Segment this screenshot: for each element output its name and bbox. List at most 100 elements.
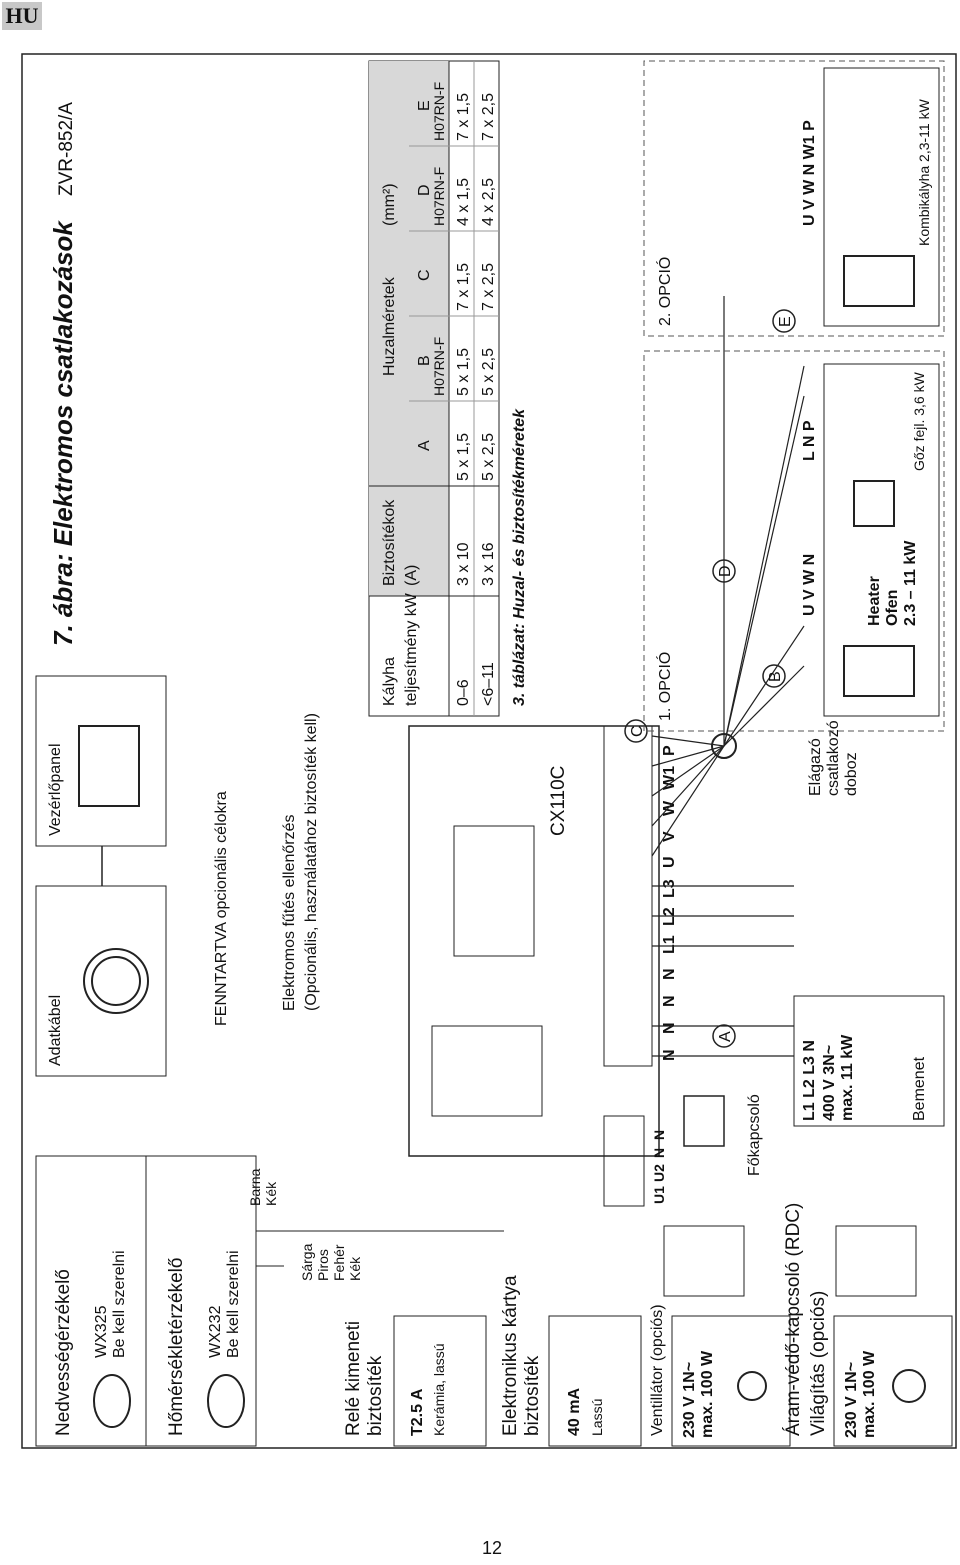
option2-devices-box: [823, 67, 940, 327]
table-cell: 0–6: [455, 679, 472, 706]
table-cell: 3 x 10: [455, 542, 472, 586]
figure-model: ZVR-852/A: [56, 102, 77, 196]
cable-coil-icon: [83, 948, 149, 1014]
relay-terminal-label: U1: [651, 1186, 667, 1204]
table-wire-type: H07RN-F: [431, 167, 447, 226]
board-terminal-label: W1: [661, 766, 678, 790]
fuse1-type: Kerámia, lassú: [431, 1343, 447, 1436]
board-terminal-label: U: [661, 856, 678, 868]
board-terminal-label: N: [661, 1022, 678, 1034]
humidity-note: Be kell szerelni: [111, 1250, 128, 1358]
control-panel-label: Vezérlőpanel: [47, 743, 64, 836]
junction-label-2: csatlakozó: [825, 720, 842, 796]
marker-a-label: A: [717, 1031, 734, 1042]
wiring-lines: [651, 296, 805, 1057]
relay-terminal-strip: [603, 1115, 645, 1207]
table-cell: 4 x 1,5: [455, 178, 472, 226]
relay-terminal-label: N: [651, 1130, 667, 1140]
diagram-frame: [21, 53, 957, 1449]
fuse1-rating: T2.5 A: [409, 1388, 426, 1436]
fan-spec-2: max. 100 W: [699, 1350, 716, 1438]
lamp-icon: [892, 1369, 926, 1403]
marker-c-label: C: [629, 725, 646, 737]
board-terminal-label: N: [661, 1049, 678, 1061]
board-terminal-label: V: [661, 831, 678, 842]
table-col-power-2: teljesítmény kW: [403, 592, 420, 706]
option1-label: 1. OPCIÓ: [655, 652, 674, 721]
table-cell: 7 x 1,5: [455, 263, 472, 311]
board-terminal-label: P: [661, 745, 678, 756]
board-component: [453, 825, 535, 957]
heater-label-1: Heater: [866, 576, 883, 626]
table-cell: 7 x 2,5: [480, 263, 497, 311]
input-spec-1: 400 V 3N~: [821, 1045, 838, 1121]
table-wire-type: H07RN-F: [431, 82, 447, 141]
combi-heater-icon: [843, 255, 915, 307]
table-col-fuse-1: Biztosítékok: [381, 499, 398, 586]
page-number: 12: [481, 1538, 503, 1558]
wiring-diagram: 7. ábra: Elektromos csatlakozások ZVR-85…: [21, 53, 957, 1449]
humidity-sensor-icon: [93, 1374, 131, 1428]
fan-icon: [737, 1371, 767, 1401]
light-spec-2: max. 100 W: [861, 1350, 878, 1438]
option1-devices-box: [823, 363, 940, 717]
table-col-wire: Huzalméretek: [381, 276, 398, 376]
marker-e: [772, 309, 796, 333]
board-transformer: [431, 1025, 543, 1117]
pcb-fuse-label-2: biztosíték: [522, 1355, 543, 1436]
table-col-fuse-2: (A): [403, 565, 420, 586]
data-cable-box: [35, 885, 167, 1077]
relay-fuse-box: [393, 1315, 487, 1447]
temp-sensor-label: Hőmérsékletérzékelő: [166, 1258, 187, 1436]
light-spec-1: 230 V 1N~: [843, 1362, 860, 1438]
wire-color-label: Kék: [347, 1256, 363, 1281]
board-terminal-label: N: [661, 968, 678, 980]
board-terminal-label: N: [661, 995, 678, 1007]
humidity-model: WX325: [93, 1305, 110, 1358]
fan-spec-1: 230 V 1N~: [681, 1362, 698, 1438]
table-col-unit: (mm²): [381, 183, 398, 226]
input-terminals: L1 L2 L3 N: [801, 1040, 818, 1121]
language-badge: HU: [2, 2, 42, 30]
input-label: Bemenet: [911, 1056, 928, 1121]
table-cell: 7 x 1,5: [455, 93, 472, 141]
wire-color-label: Fehér: [331, 1244, 347, 1281]
input-box: [793, 995, 945, 1127]
marker-c: [624, 719, 648, 743]
wire-table: [368, 60, 500, 717]
steam-generator-icon: [853, 480, 895, 527]
table-letter: A: [416, 440, 433, 451]
steam-label: Gőz fejl. 3,6 kW: [911, 371, 927, 471]
relay-terminal-label: U2: [651, 1164, 667, 1182]
table-cell: 7 x 2,5: [480, 93, 497, 141]
junction-label-1: Elágazó: [807, 738, 824, 796]
temp-model: WX232: [207, 1305, 224, 1358]
wire-color-label: Barna: [247, 1168, 263, 1206]
cable-coil-icon-inner: [91, 956, 141, 1006]
combi-terminals: U V W N W1 P: [801, 120, 818, 226]
control-panel-icon: [78, 725, 140, 807]
fuse2-rating: 40 mA: [566, 1388, 583, 1436]
table-cell: 5 x 1,5: [455, 433, 472, 481]
marker-d: [712, 559, 736, 583]
pcb-fuse-box: [548, 1315, 642, 1447]
option2-frame: [643, 60, 945, 337]
heater-icon: [843, 645, 915, 697]
option1-frame: [643, 350, 945, 732]
fan-box: [671, 1315, 791, 1447]
heating-check-label-1: Elektromos fűtés ellenőrzés: [281, 814, 298, 1011]
wire-color-label: Sárga: [299, 1243, 315, 1281]
reserved-label: FENNTARTVA opcionális célokra: [213, 791, 230, 1026]
board-label: CX110C: [548, 766, 569, 836]
heater-label-3: 2.3 – 11 kW: [902, 540, 919, 626]
junction-label-3: doboz: [843, 752, 860, 796]
table-letter: C: [416, 269, 433, 281]
table-cell: 5 x 2,5: [480, 433, 497, 481]
table-cell: 5 x 2,5: [480, 348, 497, 396]
table-cell: 5 x 1,5: [455, 348, 472, 396]
temp-sensor-box: [145, 1155, 257, 1447]
table-cell: 3 x 16: [480, 542, 497, 586]
board-terminal-label: L1: [661, 935, 678, 954]
control-panel-box: [35, 675, 167, 847]
pcb-fuse-label: Elektronikus kártya: [500, 1275, 521, 1436]
